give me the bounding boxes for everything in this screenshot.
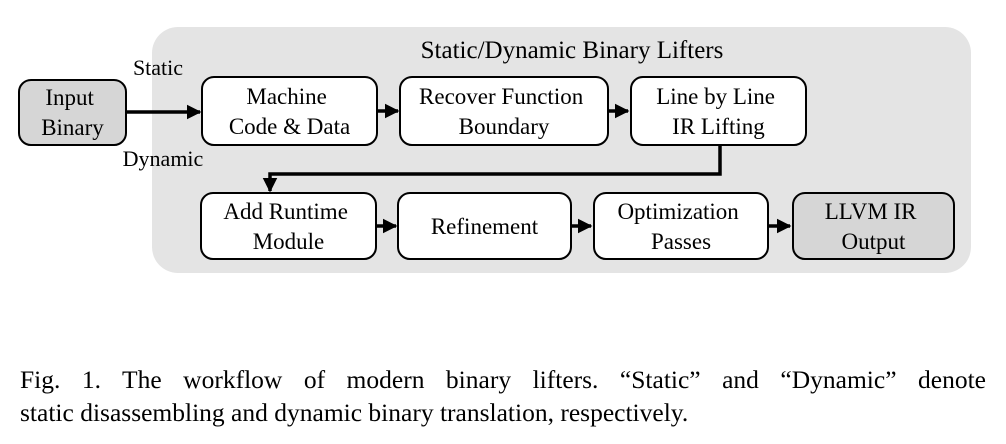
node-refinement-box — [397, 192, 572, 260]
node-llvm-output-line-1: LLVM IR — [825, 199, 917, 224]
node-line-by-line-line-1: Line by Line — [656, 84, 775, 109]
node-optimization-label: Optimization Passes — [617, 199, 744, 254]
node-recover-function-box — [399, 76, 609, 146]
node-optimization-box — [593, 192, 769, 260]
node-add-runtime: Add Runtime Module — [200, 192, 377, 260]
node-llvm-output-box — [792, 192, 955, 260]
node-add-runtime-box — [200, 192, 377, 260]
node-line-by-line-label: Line by Line IR Lifting — [656, 84, 781, 139]
node-line-by-line-line-2: IR Lifting — [672, 114, 765, 139]
arrow-ir-lifting-to-add-runtime — [262, 146, 722, 193]
node-input-binary-box — [18, 79, 127, 146]
node-machine-code-label: Machine Code & Data — [229, 84, 350, 139]
node-add-runtime-line-2: Module — [253, 229, 325, 254]
node-line-by-line: Line by Line IR Lifting — [630, 76, 807, 146]
static-label: Static — [133, 55, 183, 80]
node-input-binary-line-2: Binary — [41, 115, 104, 140]
node-add-runtime-label: Add Runtime Module — [223, 199, 353, 254]
node-refinement: Refinement — [397, 192, 572, 260]
node-recover-function-label: Recover Function Boundary — [419, 84, 589, 139]
node-optimization: Optimization Passes — [593, 192, 769, 260]
caption-line-2: static disassembling and dynamic binary … — [20, 398, 689, 427]
node-machine-code-line-2: Code & Data — [229, 114, 350, 139]
workflow-diagram: Static/Dynamic Binary Lifters Static Dyn… — [18, 27, 971, 273]
node-input-binary-line-1: Input — [45, 85, 94, 110]
node-refinement-line-1: Refinement — [431, 214, 539, 239]
node-llvm-output-label: LLVM IR Output — [825, 199, 923, 254]
panel-title: Static/Dynamic Binary Lifters — [421, 37, 724, 64]
node-input-binary: Input Binary — [18, 79, 127, 146]
dynamic-label: Dynamic — [123, 146, 204, 171]
caption-line-1: Fig. 1. The workflow of modern binary li… — [20, 365, 986, 394]
node-machine-code: Machine Code & Data — [201, 76, 378, 146]
figure-caption: Fig. 1. The workflow of modern binary li… — [20, 363, 986, 429]
node-recover-function-line-1: Recover Function — [419, 84, 584, 109]
node-recover-function: Recover Function Boundary — [399, 76, 609, 146]
node-refinement-label: Refinement — [431, 214, 539, 239]
node-optimization-line-1: Optimization — [617, 199, 739, 224]
node-input-binary-label: Input Binary — [41, 85, 104, 140]
node-machine-code-line-1: Machine — [246, 84, 326, 109]
connectors — [127, 103, 792, 234]
node-machine-code-box — [201, 76, 378, 146]
node-llvm-output-line-2: Output — [842, 229, 907, 254]
node-line-by-line-box — [630, 76, 807, 146]
node-recover-function-line-2: Boundary — [459, 114, 550, 139]
node-optimization-line-2: Passes — [651, 229, 711, 254]
node-add-runtime-line-1: Add Runtime — [223, 199, 348, 224]
node-llvm-output: LLVM IR Output — [792, 192, 955, 260]
